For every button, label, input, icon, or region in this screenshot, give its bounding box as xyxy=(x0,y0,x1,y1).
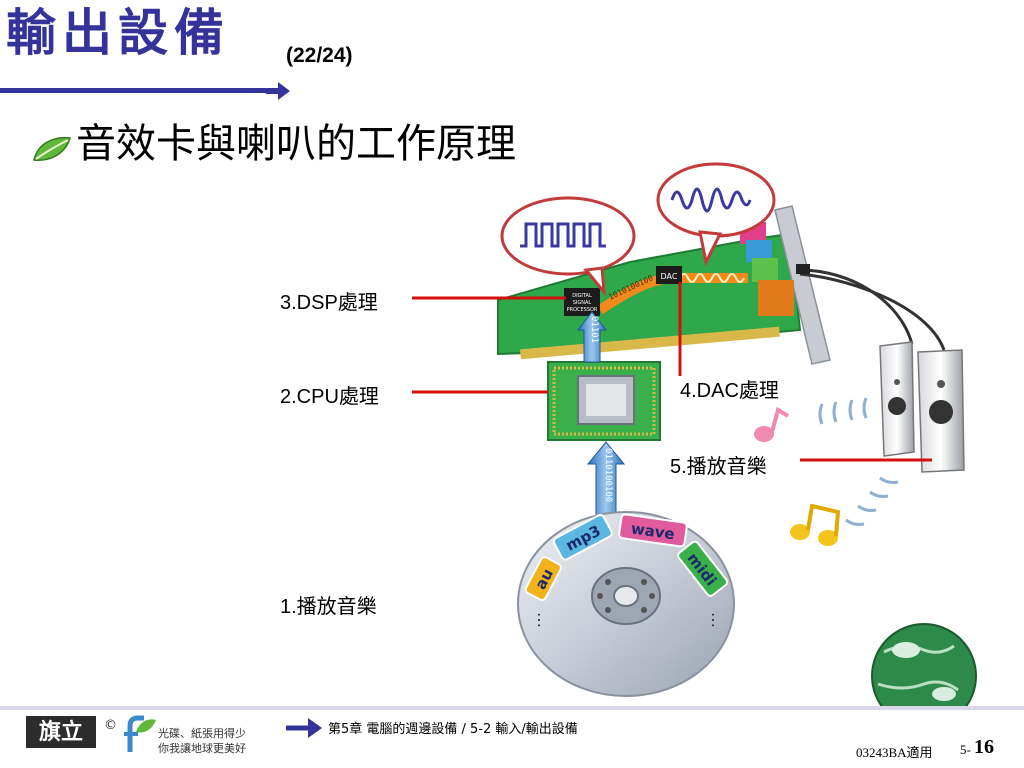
card-bracket xyxy=(774,205,831,365)
music-cd: au mp3 wave midi … … xyxy=(517,511,735,697)
audio-plug xyxy=(796,264,810,274)
dsp-chip-label-1: DIGITAL xyxy=(572,293,592,299)
chapter-arrow-icon xyxy=(286,718,322,738)
copyright-mark: © xyxy=(104,718,117,733)
slide-page-index: (22/24) xyxy=(286,44,353,67)
blue-port xyxy=(746,240,772,262)
dsp-chip-label-2: SIGNAL xyxy=(573,300,592,306)
green-port xyxy=(752,258,778,282)
pink-music-note-icon xyxy=(754,406,790,442)
slogan-line-2: 你我讓地球更美好 xyxy=(158,742,246,755)
cd-ellipsis-right: … xyxy=(708,612,727,628)
brand-f-leaf-icon xyxy=(124,715,156,752)
yellow-music-note-icon xyxy=(790,503,841,546)
sound-wave-marks xyxy=(818,397,899,526)
course-code: 03243BA適用 xyxy=(856,745,933,760)
footer-divider xyxy=(0,706,1024,710)
dsp-chip xyxy=(564,288,600,316)
cpu-bitstream: 01101 xyxy=(589,316,599,343)
analog-sine-wave xyxy=(670,187,752,213)
step-1-label: 1.播放音樂 xyxy=(280,596,377,618)
cd-bitstream: 0110100100 xyxy=(603,448,613,502)
globe-logo xyxy=(871,623,977,706)
step-3-label: 3.DSP處理 xyxy=(280,292,378,314)
dsp-chip-label-3: PROCESSOR xyxy=(567,307,598,313)
step-4-label: 4.DAC處理 xyxy=(680,380,779,402)
leaf-bullet-icon xyxy=(33,136,71,161)
slide-subtitle: 音效卡與喇叭的工作原理 xyxy=(76,121,516,167)
cd-ellipsis-left: … xyxy=(534,612,553,628)
speaker-right xyxy=(917,349,965,473)
cpu-to-card-arrow: 01101 xyxy=(576,311,608,363)
chapter-info: 第5章 電腦的週邊設備 / 5-2 輸入/輸出設備 xyxy=(324,716,658,744)
sine-wave-bubble xyxy=(656,162,776,267)
slogan-line-1: 光碟、紙張用得少 xyxy=(158,727,246,740)
title-underline xyxy=(0,88,268,93)
title-arrow-icon xyxy=(266,82,290,100)
sound-card: 1010100100 DIGITAL SIGNAL PROCESSOR DAC xyxy=(497,205,831,365)
sound-card-diagram: 1010100100 DIGITAL SIGNAL PROCESSOR DAC … xyxy=(412,162,977,706)
slide-title: 輸出設備 xyxy=(6,3,230,62)
cpu-chip xyxy=(547,361,661,441)
digital-square-wave xyxy=(520,222,606,248)
brand-logo: 旗立 xyxy=(26,716,96,748)
orange-port xyxy=(758,280,794,316)
svg-text:wave: wave xyxy=(630,519,676,543)
page-number: 16 xyxy=(974,736,994,758)
step-5-label: 5.播放音樂 xyxy=(670,456,767,478)
step-2-label: 2.CPU處理 xyxy=(280,386,379,408)
dac-chip-label: DAC xyxy=(661,272,678,281)
page-number-prefix: 5- xyxy=(960,742,971,757)
square-wave-bubble xyxy=(500,196,636,297)
dac-chip xyxy=(656,266,682,284)
format-tab-wave: wave xyxy=(618,513,688,548)
speaker-left xyxy=(879,341,915,457)
